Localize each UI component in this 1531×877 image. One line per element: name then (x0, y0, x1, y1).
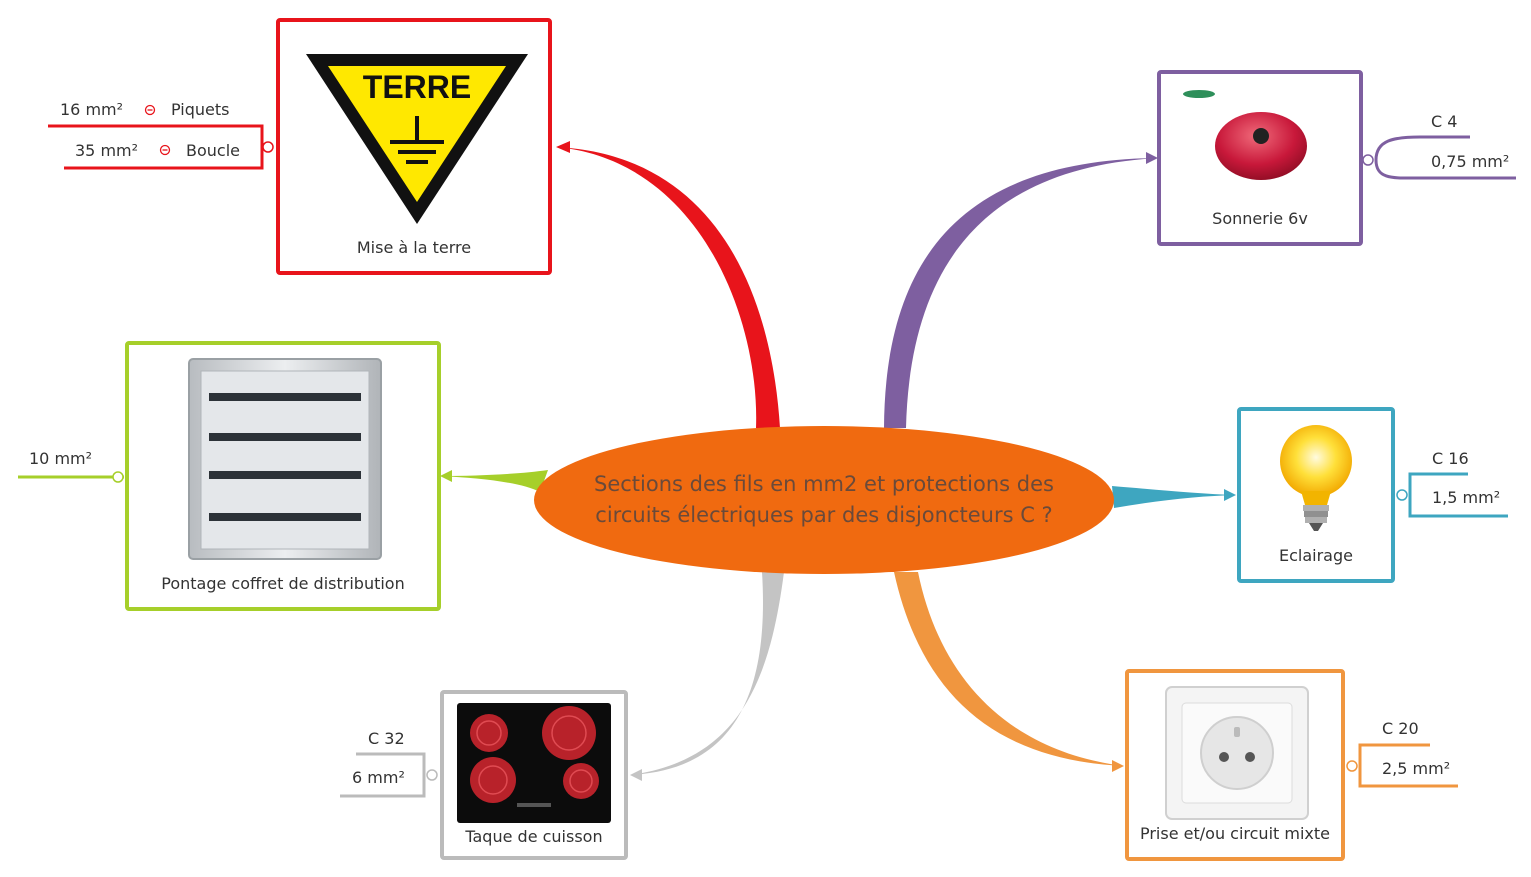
topic-caption: Pontage coffret de distribution (161, 574, 405, 593)
terre-boucle-type[interactable]: Boucle (186, 141, 240, 160)
eclairage-section[interactable]: 1,5 mm² (1432, 488, 1501, 507)
topic-sonnerie[interactable]: Sonnerie 6v (1157, 70, 1363, 246)
branch-terre (556, 147, 780, 428)
prise-section[interactable]: 2,5 mm² (1382, 759, 1451, 778)
terre-sign-text: TERRE (363, 69, 471, 105)
sonnerie-breaker[interactable]: C 4 (1431, 112, 1458, 131)
topic-taque-de-cuisson[interactable]: Taque de cuisson (440, 690, 628, 860)
prise-breaker[interactable]: C 20 (1382, 719, 1419, 738)
topic-mise-a-la-terre[interactable]: TERRE Mise à la terre (276, 18, 552, 275)
sonnerie-section[interactable]: 0,75 mm² (1431, 152, 1510, 171)
cuisson-section[interactable]: 6 mm² (352, 768, 405, 787)
distribution-cabinet-icon (188, 358, 382, 560)
topic-caption: Eclairage (1279, 546, 1353, 565)
bell-icon (1183, 90, 1307, 180)
terre-boucle-section[interactable]: 35 mm² (75, 141, 139, 160)
topic-eclairage[interactable]: Eclairage (1237, 407, 1395, 583)
eclairage-breaker[interactable]: C 16 (1432, 449, 1469, 468)
topic-caption: Prise et/ou circuit mixte (1139, 824, 1330, 843)
terre-piquets-type[interactable]: Piquets (171, 100, 230, 119)
terre-warning-sign-icon: TERRE (306, 54, 528, 224)
cooktop-icon (457, 703, 611, 823)
branch-cuisson (630, 572, 784, 775)
topic-pontage-coffret[interactable]: Pontage coffret de distribution (125, 341, 441, 611)
central-topic-title: Sections des fils en mm2 et protections … (594, 472, 1054, 527)
central-topic[interactable]: Sections des fils en mm2 et protections … (534, 426, 1114, 574)
branch-sonnerie (884, 158, 1158, 428)
topic-prise[interactable]: Prise et/ou circuit mixte (1125, 669, 1345, 861)
light-bulb-icon (1280, 425, 1352, 531)
coffret-section[interactable]: 10 mm² (29, 449, 93, 468)
topic-caption: Taque de cuisson (465, 827, 603, 846)
power-outlet-icon (1165, 686, 1309, 820)
branch-coffret (440, 470, 548, 492)
branch-eclairage (1112, 486, 1236, 508)
terre-piquets-section[interactable]: 16 mm² (60, 100, 124, 119)
topic-caption: Mise à la terre (356, 238, 472, 257)
branch-prise (894, 572, 1124, 766)
cuisson-breaker[interactable]: C 32 (368, 729, 405, 748)
topic-caption: Sonnerie 6v (1212, 209, 1308, 228)
